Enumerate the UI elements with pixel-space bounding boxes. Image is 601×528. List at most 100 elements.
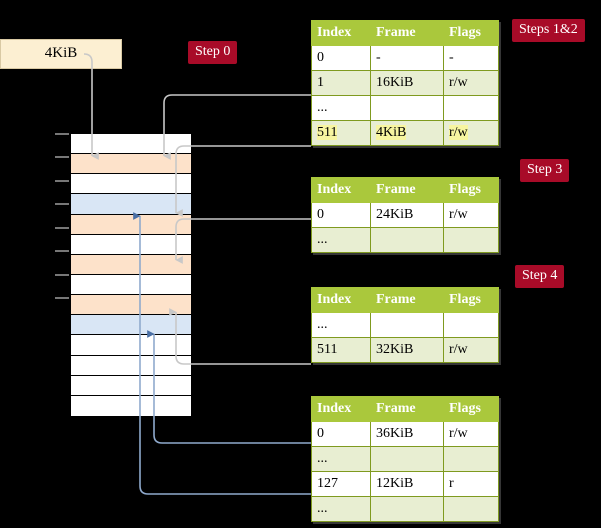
memory-scale-tick	[55, 180, 69, 182]
cell-index: 511	[311, 337, 371, 363]
memory-frame-row	[71, 315, 191, 336]
cell-frame: 16KiB	[370, 70, 444, 96]
cell-flags	[443, 496, 499, 522]
cell-index: ...	[311, 496, 371, 522]
column-header-index: Index	[311, 287, 371, 313]
column-header-flags: Flags	[443, 20, 499, 46]
cell-index: 1	[311, 70, 371, 96]
column-header-frame: Frame	[370, 177, 444, 203]
source-box-4kib: 4KiB	[0, 39, 122, 69]
memory-scale-tick	[55, 297, 69, 299]
memory-frame-row	[71, 395, 191, 416]
cell-index: 0	[311, 45, 371, 71]
memory-frame-row	[71, 194, 191, 215]
badge-step-0: Step 0	[188, 41, 238, 64]
cell-frame: 32KiB	[370, 337, 444, 363]
column-header-flags: Flags	[443, 396, 499, 422]
cell-frame: 4KiB	[370, 120, 444, 146]
highlighted-value: r/w	[449, 124, 468, 140]
highlighted-value: 511	[317, 124, 338, 140]
cell-frame: 12KiB	[370, 471, 444, 497]
table-row: 511 4KiB r/w	[311, 120, 499, 146]
cell-flags: r/w	[443, 70, 499, 96]
memory-frame-row	[71, 254, 191, 275]
table-row: ...	[311, 312, 499, 338]
table-row: ...	[311, 95, 499, 121]
memory-frame-row	[71, 234, 191, 255]
cell-frame	[370, 227, 444, 253]
cell-index: 0	[311, 202, 371, 228]
memory-frame-row	[71, 214, 191, 235]
cell-index: 0	[311, 421, 371, 447]
arrow-pd-32kib-to-memory	[169, 308, 311, 365]
table-row: 0--	[311, 45, 499, 71]
cell-index: ...	[311, 227, 371, 253]
memory-frame-row	[71, 275, 191, 296]
cell-frame	[370, 312, 444, 338]
column-header-frame: Frame	[370, 20, 444, 46]
cell-flags: r/w	[443, 421, 499, 447]
cell-index: ...	[311, 312, 371, 338]
cell-index: 127	[311, 471, 371, 497]
cell-flags: r/w	[443, 337, 499, 363]
column-header-flags: Flags	[443, 287, 499, 313]
cell-frame	[370, 95, 444, 121]
arrow-pdp-24kib-to-memory	[175, 218, 311, 264]
memory-scale-tick	[55, 274, 69, 276]
cell-flags: r/w	[443, 202, 499, 228]
memory-frame-row	[71, 134, 191, 155]
table-row: ...	[311, 446, 499, 472]
memory-scale-tick	[55, 133, 69, 135]
badge-step-4: Step 4	[515, 265, 565, 288]
cell-flags: r	[443, 471, 499, 497]
column-header-index: Index	[311, 177, 371, 203]
memory-frame-row	[71, 295, 191, 316]
table-row: ...	[311, 227, 499, 253]
badge-steps-1-2: Steps 1&2	[512, 19, 585, 42]
column-header-index: Index	[311, 396, 371, 422]
cell-index: ...	[311, 446, 371, 472]
cell-frame: 36KiB	[370, 421, 444, 447]
memory-frame-row	[71, 154, 191, 175]
cell-flags: -	[443, 45, 499, 71]
column-header-frame: Frame	[370, 287, 444, 313]
memory-frame-row	[71, 355, 191, 376]
table-row: ...	[311, 496, 499, 522]
cell-frame: 24KiB	[370, 202, 444, 228]
memory-scale-tick	[55, 250, 69, 252]
column-header-index: Index	[311, 20, 371, 46]
cell-flags: r/w	[443, 120, 499, 146]
memory-frame-row	[71, 335, 191, 356]
cell-index: ...	[311, 95, 371, 121]
cell-flags	[443, 446, 499, 472]
column-header-flags: Flags	[443, 177, 499, 203]
memory-scale-tick	[55, 203, 69, 205]
cell-flags	[443, 227, 499, 253]
memory-frame-row	[71, 375, 191, 396]
memory-scale-tick	[55, 156, 69, 158]
memory-column	[70, 133, 191, 416]
memory-scale-tick	[55, 227, 69, 229]
cell-frame: -	[370, 45, 444, 71]
highlighted-value: 4KiB	[376, 124, 407, 140]
cell-index: 511	[311, 120, 371, 146]
badge-step-3: Step 3	[520, 159, 570, 182]
cell-flags	[443, 95, 499, 121]
memory-frame-row	[71, 174, 191, 195]
cell-frame	[370, 446, 444, 472]
column-header-frame: Frame	[370, 396, 444, 422]
cell-flags	[443, 312, 499, 338]
cell-frame	[370, 496, 444, 522]
arrow-pml4-4kib-to-memory	[175, 145, 311, 217]
